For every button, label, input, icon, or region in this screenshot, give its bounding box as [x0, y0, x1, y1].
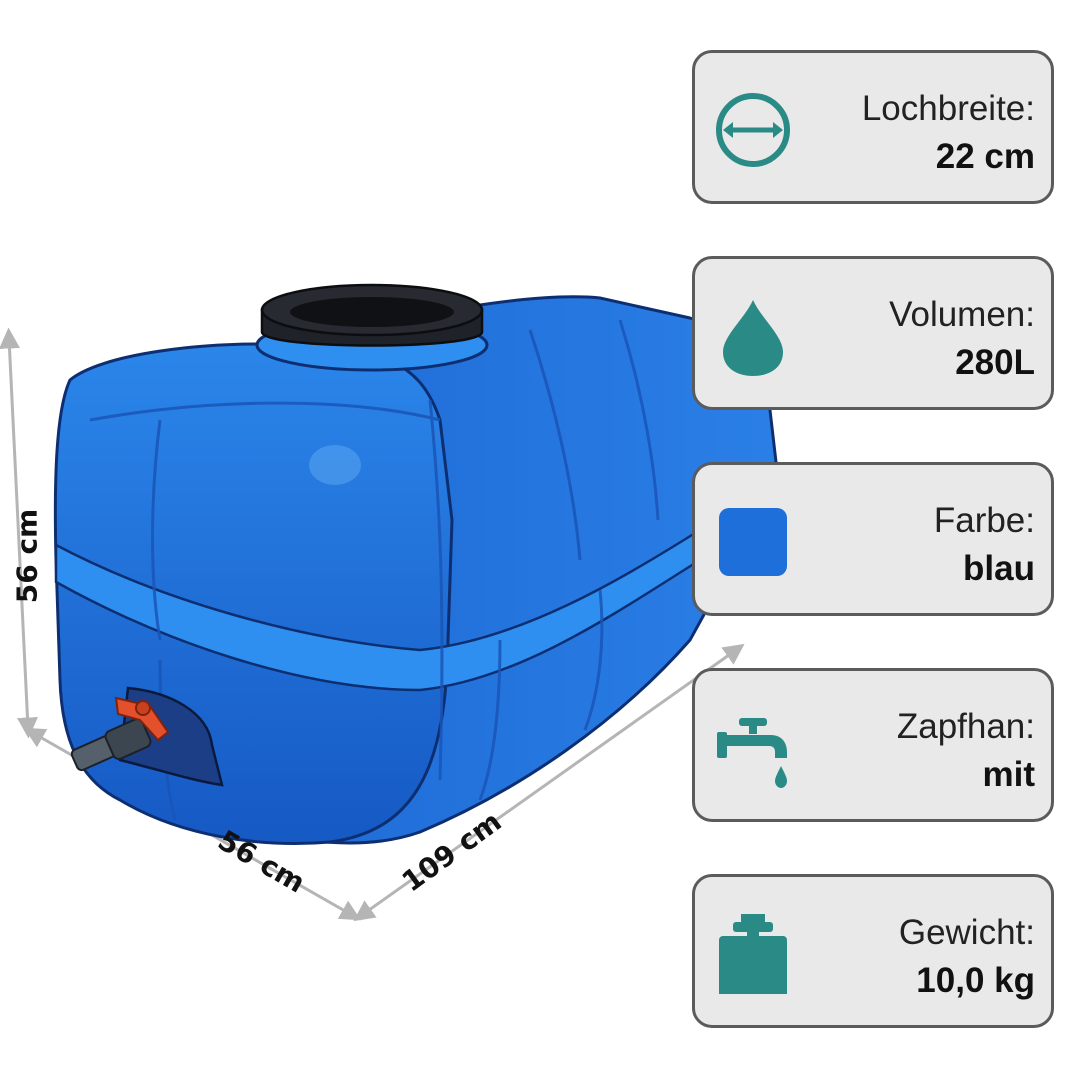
color-swatch-icon: [719, 508, 787, 576]
spec-card-tap: Zapfhan: mit: [692, 668, 1054, 822]
faucet-icon: [717, 718, 787, 788]
tank-highlight: [309, 445, 361, 485]
diameter-icon: [716, 93, 790, 167]
water-drop-icon: [723, 300, 783, 376]
spec-value: blau: [963, 549, 1035, 588]
spec-label: Lochbreite:: [861, 89, 1035, 128]
spec-card-color: Farbe: blau: [692, 462, 1054, 616]
spec-card-hole-width: Lochbreite: 22 cm: [692, 50, 1054, 204]
spec-value: 10,0 kg: [916, 961, 1035, 1000]
spec-label: Gewicht:: [898, 913, 1035, 952]
spec-card-weight: Gewicht: 10,0 kg: [692, 874, 1054, 1028]
weight-icon: [719, 914, 787, 994]
tank-lid-opening: [255, 283, 489, 372]
dimension-height-label: 56 cm: [10, 508, 44, 604]
spec-value: mit: [982, 755, 1036, 794]
spec-label: Zapfhan:: [896, 707, 1035, 746]
spec-value: 22 cm: [935, 137, 1035, 176]
tap-valve: [70, 686, 224, 787]
spec-value: 280L: [955, 343, 1035, 382]
tank-ribs: [89, 319, 660, 821]
spec-label: Farbe:: [933, 501, 1035, 540]
spec-label: Volumen:: [889, 295, 1035, 334]
spec-card-volume: Volumen: 280L: [692, 256, 1054, 410]
